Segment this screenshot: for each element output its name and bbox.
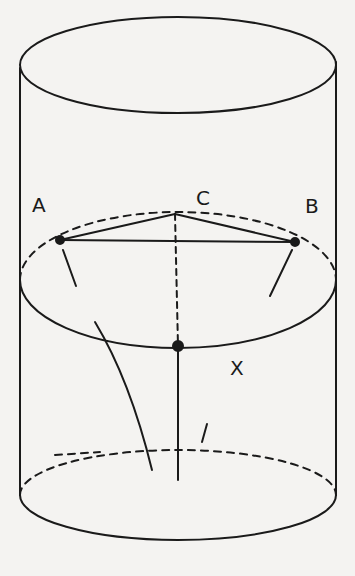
segment-ac: [60, 214, 175, 240]
sketch-stroke: [63, 250, 76, 286]
axis-dashed: [175, 214, 178, 346]
bottom-front: [20, 495, 336, 540]
point-a: [56, 236, 64, 244]
segment-cb: [175, 214, 295, 242]
point-b: [291, 238, 299, 246]
sketch-stroke: [55, 452, 100, 455]
point-label: B: [305, 196, 319, 216]
point-label: X: [230, 358, 244, 378]
sketch-stroke: [270, 250, 292, 296]
top-ellipse: [20, 17, 336, 113]
point-front: [173, 341, 183, 351]
sketch-curve: [95, 322, 152, 470]
segment-ab: [60, 240, 295, 242]
point-label: C: [196, 188, 210, 208]
axis-line: [177, 346, 179, 480]
section-back: [20, 212, 336, 280]
point-label: A: [32, 195, 46, 215]
sketch-stroke: [202, 424, 207, 442]
